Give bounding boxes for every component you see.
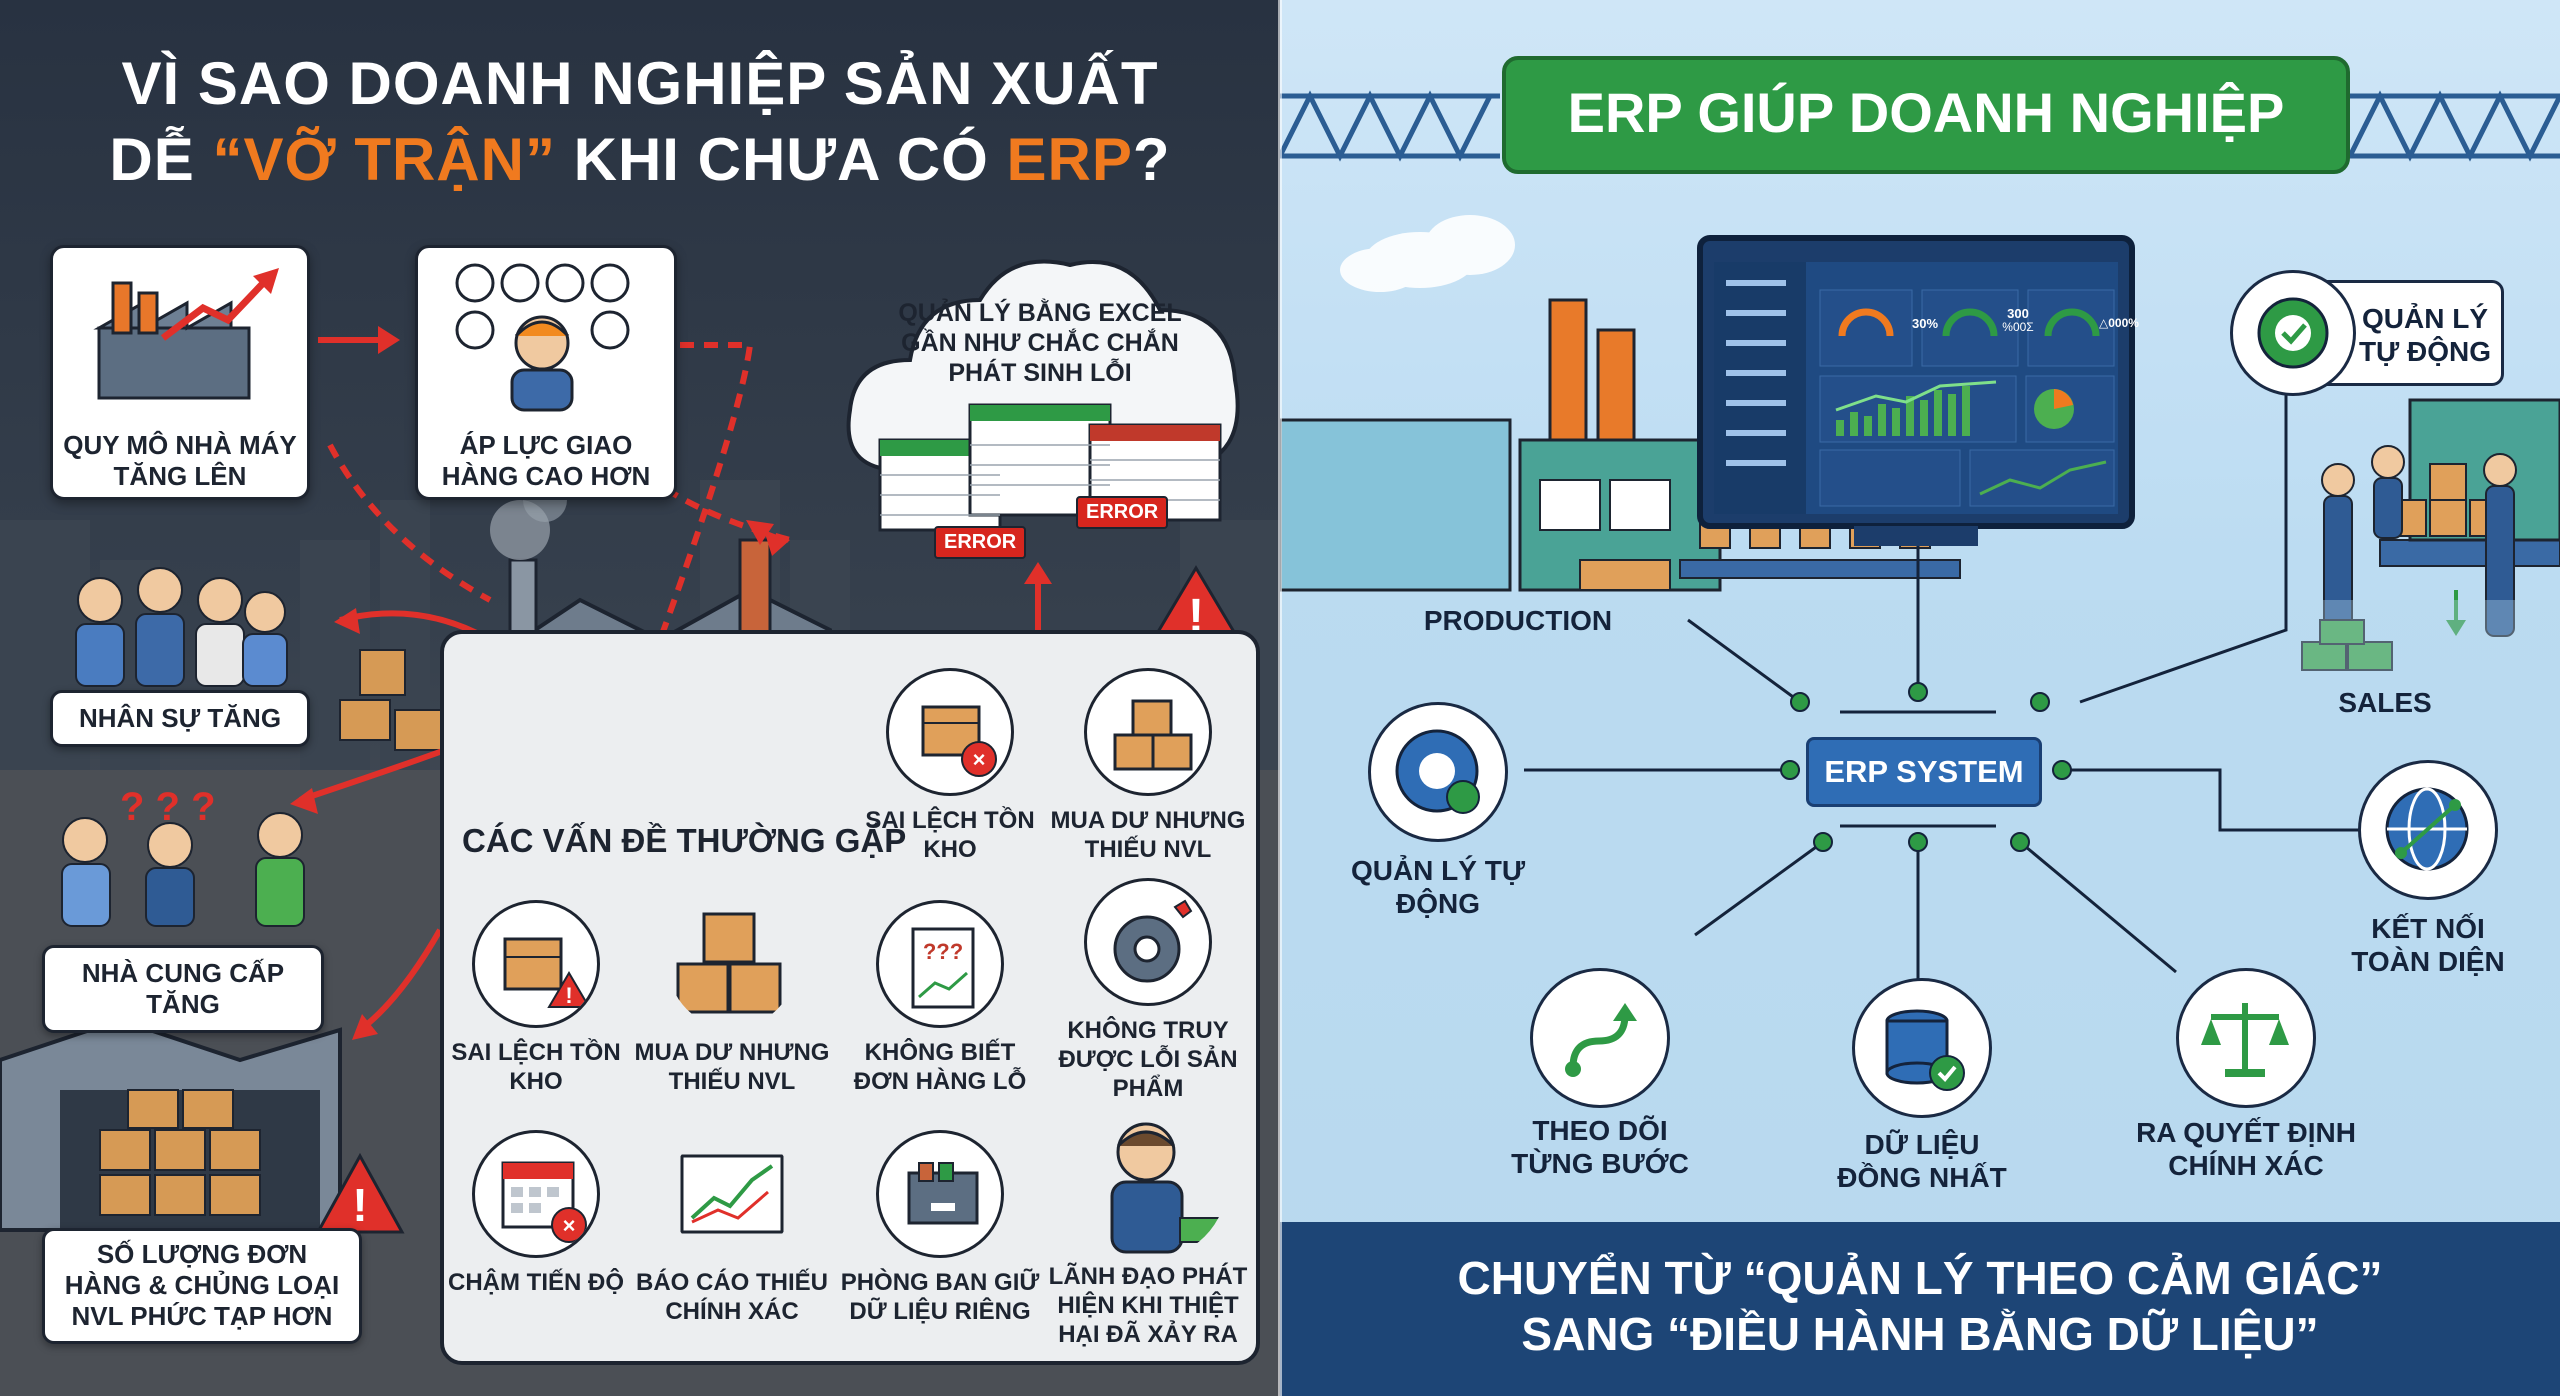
tag-orders-complex: SỐ LƯỢNG ĐƠN HÀNG & CHỦNG LOẠI NVL PHỨC … <box>42 1228 362 1344</box>
problem-item: BÁO CÁO THIẾU CHÍNH XÁC <box>632 1130 832 1326</box>
problems-title: CÁC VẤN ĐỀ THƯỜNG GẶP <box>462 822 907 859</box>
gauge-1-value: 30% <box>1911 316 1939 331</box>
erp-system-box: ERP SYSTEM <box>1806 737 2042 807</box>
right-panel: 30% 300 %00Σ △000% <box>1280 0 2560 1396</box>
suppliers-illustration: ? ? ? <box>61 785 305 927</box>
production-label: PRODUCTION <box>1423 605 1613 636</box>
right-background-scene <box>1280 90 2560 1222</box>
svg-text:!: ! <box>1188 590 1204 643</box>
gear-check-icon <box>2230 270 2356 396</box>
problem-item: MUA DƯ NHƯNG THIẾU NVL <box>632 900 832 1096</box>
sales-workers <box>2301 398 2560 671</box>
problem-label: KHÔNG TRUY ĐƯỢC LỖI SẢN PHẨM <box>1058 1017 1238 1102</box>
svg-text:×: × <box>973 747 986 772</box>
svg-text:???: ??? <box>923 939 963 964</box>
problem-item: ??? KHÔNG BIẾT ĐƠN HÀNG LỖ <box>840 900 1040 1096</box>
inventory-error-icon: × <box>886 668 1014 796</box>
problem-item: PHÒNG BAN GIỮ DỮ LIỆU RIÊNG <box>840 1130 1040 1326</box>
track-label: THEO DÕI TỪNG BƯỚC <box>1511 1115 1689 1179</box>
problem-label: CHẬM TIẾN ĐỘ <box>448 1269 624 1296</box>
left-panel: ! ! ! ? ? ? VÌ SAO DOAN <box>0 0 1280 1396</box>
warehouse <box>0 1017 342 1232</box>
tag-staff-increase: NHÂN SỰ TĂNG <box>50 690 310 747</box>
boxes-stack-icon <box>668 900 796 1028</box>
dashboard-monitor <box>1697 235 2135 546</box>
connect-label: KẾT NỐI TOÀN DIỆN <box>2351 913 2505 977</box>
svg-text:!: ! <box>565 983 572 1008</box>
problem-item: MUA DƯ NHƯNG THIẾU NVL <box>1048 668 1248 864</box>
tag-suppliers-increase: NHÀ CUNG CẤP TĂNG <box>42 945 324 1033</box>
svg-text:!: ! <box>352 1179 367 1231</box>
left-title-line2: DỄ “VỠ TRẬN” KHI CHƯA CÓ ERP? <box>109 126 1171 193</box>
card-factory-scale: QUY MÔ NHÀ MÁY TĂNG LÊN <box>50 245 310 500</box>
gauge-2-value: 300 <box>2007 306 2029 321</box>
problem-item: × SAI LỆCH TỒN KHO <box>850 668 1050 864</box>
bottom-slogan-line2: SANG “ĐIỀU HÀNH BẰNG DỮ LIỆU” <box>1521 1308 2319 1360</box>
clocks-stress-icon <box>455 263 630 412</box>
database-check-icon <box>1852 978 1992 1118</box>
title-highlight: “VỠ TRẬN” <box>212 126 556 193</box>
left-title-line1: VÌ SAO DOANH NGHIỆP SẢN XUẤT <box>121 50 1159 117</box>
problem-label: BÁO CÁO THIẾU CHÍNH XÁC <box>636 1269 828 1325</box>
unknown-order-icon: ??? <box>876 900 1004 1028</box>
staff-group-illustration <box>75 567 288 687</box>
decision-label: RA QUYẾT ĐỊNH CHÍNH XÁC <box>2136 1117 2356 1181</box>
problem-label: LÃNH ĐẠO PHÁT HIỆN KHI THIỆT HẠI ĐÃ XẢY … <box>1048 1263 1248 1348</box>
excel-cloud-text: QUẢN LÝ BẰNG EXCEL GẦN NHƯ CHẮC CHẮN PHÁ… <box>898 299 1182 387</box>
card-delivery-pressure: ÁP LỰC GIAO HÀNG CAO HƠN <box>415 245 677 500</box>
data-label: DỮ LIỆU ĐỒNG NHẤT <box>1837 1129 2007 1193</box>
bottom-slogan: CHUYỂN TỪ “QUẢN LÝ THEO CẢM GIÁC” SANG “… <box>1280 1250 2560 1362</box>
card-factory-scale-label: QUY MÔ NHÀ MÁY TĂNG LÊN <box>63 430 297 491</box>
boxes-icon <box>1084 668 1212 796</box>
card-delivery-pressure-label: ÁP LỰC GIAO HÀNG CAO HƠN <box>441 430 651 491</box>
problem-item: LÃNH ĐẠO PHÁT HIỆN KHI THIỆT HẠI ĐÃ XẢY … <box>1048 1100 1248 1349</box>
bottom-slogan-line1: CHUYỂN TỪ “QUẢN LÝ THEO CẢM GIÁC” <box>1457 1252 2383 1304</box>
excel-cloud <box>846 259 1240 532</box>
problem-label: PHÒNG BAN GIỮ DỮ LIỆU RIÊNG <box>840 1269 1040 1325</box>
right-title: ERP GIÚP DOANH NGHIỆP <box>1567 81 2285 144</box>
factory-growth-icon <box>93 268 279 400</box>
gear-wrench-icon <box>1368 702 1508 842</box>
globe-network-icon <box>2358 760 2498 900</box>
problem-item: × CHẬM TIẾN ĐỘ <box>436 1130 636 1297</box>
report-chart-icon <box>668 1130 796 1258</box>
crane-truss <box>1280 90 2560 162</box>
problem-label: SAI LỆCH TỒN KHO <box>451 1039 621 1095</box>
problem-item: KHÔNG TRUY ĐƯỢC LỖI SẢN PHẨM <box>1048 878 1248 1103</box>
problem-label: SAI LỆCH TỒN KHO <box>865 807 1035 863</box>
auto-management-left-label: QUẢN LÝ TỰ ĐỘNG <box>1350 855 1526 919</box>
left-title: VÌ SAO DOANH NGHIỆP SẢN XUẤT DỄ “VỠ TRẬN… <box>0 46 1280 198</box>
balance-scale-icon <box>2176 968 2316 1108</box>
calendar-delay-icon: × <box>472 1130 600 1258</box>
svg-text:? ? ?: ? ? ? <box>120 785 216 829</box>
path-tracking-icon <box>1530 968 1670 1108</box>
panel-divider <box>1278 0 1282 1396</box>
inventory-warning-icon: ! <box>472 900 600 1028</box>
error-badge-2: ERROR <box>1076 496 1169 529</box>
error-badge-1: ERROR <box>934 526 1027 559</box>
locked-folder-icon <box>876 1130 1004 1258</box>
auto-management-top-label: QUẢN LÝ TỰ ĐỘNG <box>2358 303 2492 367</box>
gauge-3-value: △000% <box>2099 316 2139 330</box>
problem-item: ! SAI LỆCH TỒN KHO <box>436 900 636 1096</box>
broken-gear-icon <box>1084 878 1212 1006</box>
right-title-box <box>1502 56 2350 174</box>
bottom-banner <box>1280 1222 2560 1396</box>
problem-label: MUA DƯ NHƯNG THIẾU NVL <box>634 1039 830 1095</box>
problem-label: KHÔNG BIẾT ĐƠN HÀNG LỖ <box>853 1039 1027 1095</box>
problem-label: MUA DƯ NHƯNG THIẾU NVL <box>1050 807 1246 863</box>
sales-label: SALES <box>2338 687 2432 718</box>
gauge-2-sub: %00Σ <box>2002 320 2034 334</box>
svg-text:×: × <box>563 1213 576 1238</box>
stressed-leader-icon <box>1068 1100 1228 1260</box>
erp-connection-lines <box>1524 329 2400 980</box>
title-erp: ERP <box>1006 126 1133 193</box>
